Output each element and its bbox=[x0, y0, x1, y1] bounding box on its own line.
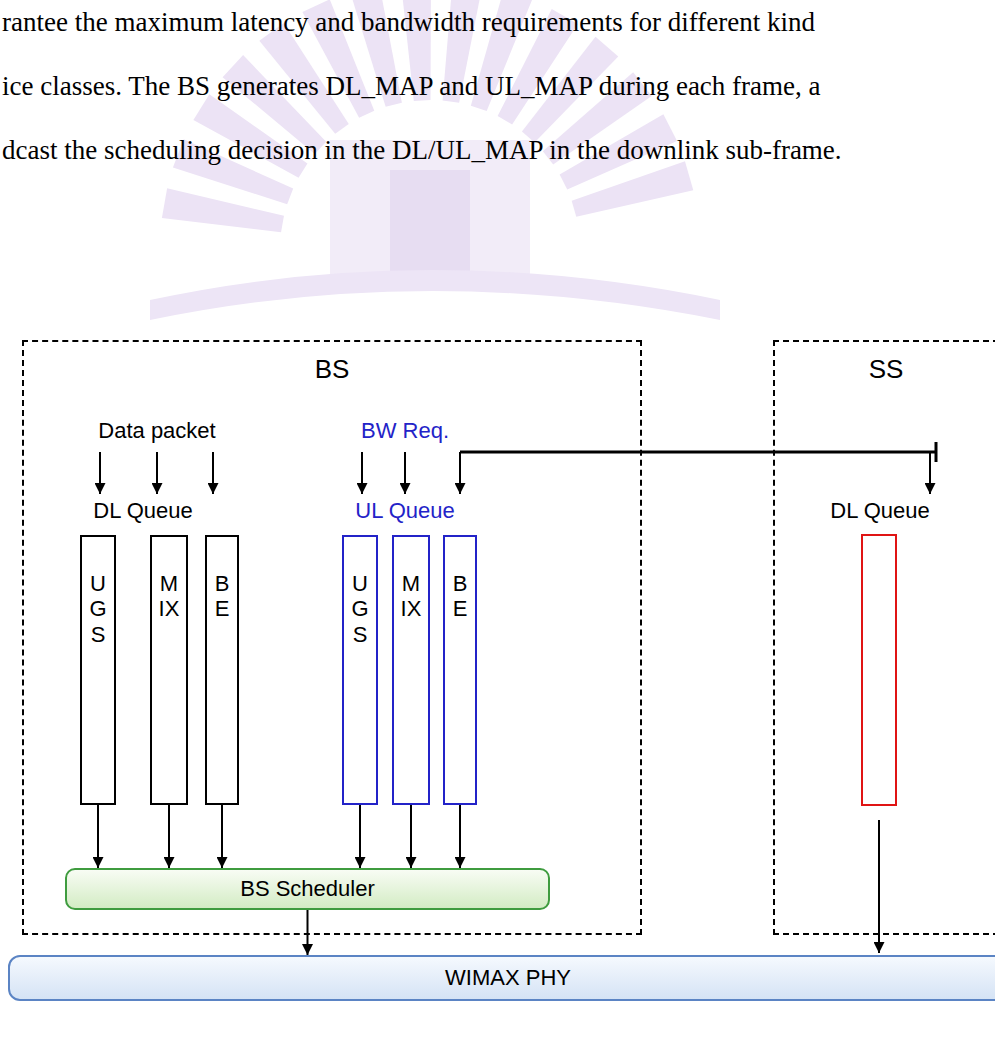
queue-box: MIX bbox=[150, 535, 188, 805]
body-text: rantee the maximum latency and bandwidth… bbox=[2, 6, 815, 38]
input-arrow bbox=[929, 452, 931, 494]
flow-arrow bbox=[168, 805, 170, 868]
node-label: UGS bbox=[349, 571, 371, 647]
group-heading: SS bbox=[869, 354, 904, 385]
input-arrow bbox=[156, 452, 158, 494]
subscriber-station-group: SS bbox=[773, 340, 995, 935]
flow-arrow bbox=[97, 805, 99, 868]
queue-label: DL Queue bbox=[830, 498, 929, 524]
queue-label: DL Queue bbox=[93, 498, 192, 524]
queue-box: BE bbox=[205, 535, 239, 805]
queue-box: BE bbox=[443, 535, 477, 805]
input-arrow bbox=[404, 452, 406, 494]
body-text: dcast the scheduling decision in the DL/… bbox=[2, 134, 842, 166]
input-arrows bbox=[100, 442, 936, 494]
flow-arrow bbox=[359, 805, 361, 868]
logo-band bbox=[150, 270, 720, 320]
node-label: BS Scheduler bbox=[240, 876, 375, 902]
node-label: BE bbox=[449, 571, 471, 622]
node-label: UGS bbox=[87, 571, 109, 647]
input-arrow bbox=[361, 452, 363, 494]
queue-box: UGS bbox=[342, 535, 378, 805]
body-text: ice classes. The BS generates DL_MAP and… bbox=[2, 70, 821, 102]
node-label: MIX bbox=[400, 571, 422, 622]
feedback-wire bbox=[460, 451, 936, 454]
input-label: Data packet bbox=[98, 418, 215, 444]
queue-box: UGS bbox=[80, 535, 116, 805]
input-arrow bbox=[99, 452, 101, 494]
queue-label: UL Queue bbox=[355, 498, 454, 524]
wire-tick bbox=[935, 442, 938, 462]
ss-queue-box bbox=[862, 535, 896, 805]
node-label: BE bbox=[211, 571, 233, 622]
flow-arrow bbox=[410, 805, 412, 868]
base-station-group: BS UGS MIX BE UGS MIX BE BS Scheduler bbox=[22, 340, 642, 935]
group-heading: BS bbox=[315, 354, 350, 385]
input-label: BW Req. bbox=[361, 418, 449, 444]
node-label: WIMAX PHY bbox=[445, 965, 571, 991]
logo-ray bbox=[572, 161, 694, 217]
flow-arrow bbox=[307, 910, 309, 955]
queue-box: MIX bbox=[392, 535, 430, 805]
input-arrow bbox=[212, 452, 214, 494]
scheduler-box: BS Scheduler bbox=[65, 868, 550, 910]
phy-bar: WIMAX PHY bbox=[8, 955, 995, 1001]
node-label: MIX bbox=[158, 571, 180, 622]
input-arrow bbox=[459, 452, 461, 494]
flow-arrow bbox=[221, 805, 223, 868]
flow-arrow bbox=[459, 805, 461, 868]
